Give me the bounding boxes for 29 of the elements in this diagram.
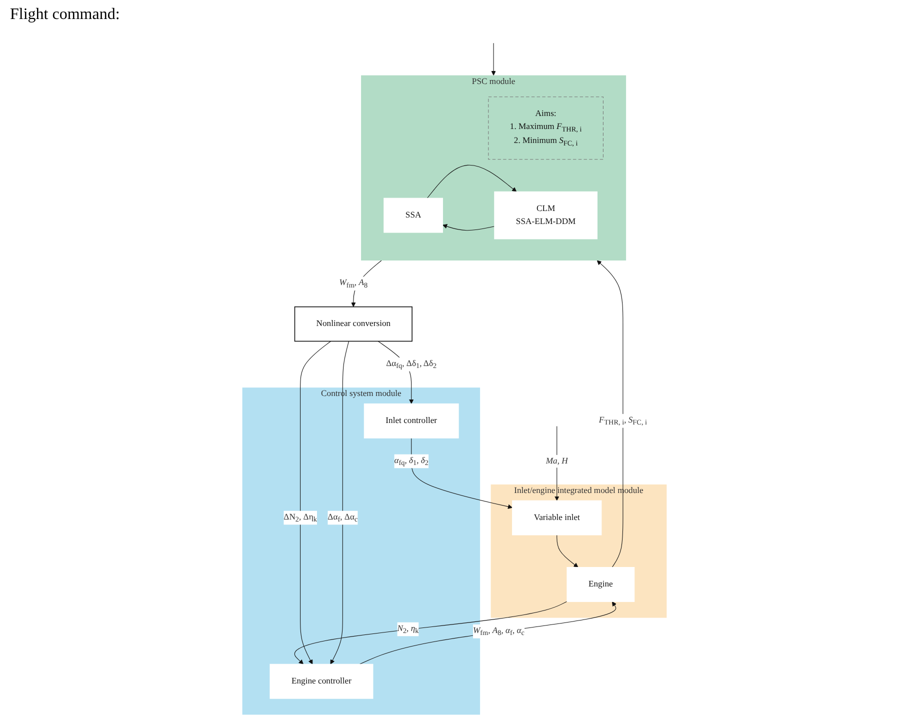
edge-label: Δα$_{f}$, Δα$_{c}$ <box>327 512 358 524</box>
arrow <box>490 42 496 76</box>
edge-label: F$_{THR, i}$, S$_{FC, i}$ <box>598 415 647 426</box>
label-text: Flight command: <box>10 6 121 24</box>
edge-label: α$_{fq}$, δ$_{1}$, δ$_{2}$ <box>394 456 428 467</box>
arrow <box>442 224 494 231</box>
arrow <box>330 340 349 664</box>
edge-label: W$_{fm}$, A$_{8}$, α$_{f}$, α$_{c}$ <box>472 626 524 637</box>
edge-label: W$_{fm}$, A$_{8}$ <box>338 278 368 290</box>
arrow <box>359 601 616 664</box>
arrow <box>554 426 559 501</box>
arrow <box>410 438 512 509</box>
node-box: Nonlinear conversion <box>294 306 412 342</box>
arrow <box>596 260 623 568</box>
arrow <box>300 340 331 664</box>
node-box: CLM SSA-ELM-DDM <box>494 191 597 240</box>
arrow <box>294 601 567 664</box>
edge-label: Ma, H <box>545 456 568 466</box>
edge-label: Δα$_{fq}$, Δδ$_{1}$, Δδ$_{2}$ <box>386 358 436 370</box>
node-box: Aims: 1. Maximum F$_{THR, i}$ 2. Minimum S$_{FC, i}$ <box>488 96 603 160</box>
node-box: Inlet controller <box>363 403 458 438</box>
edge-label: ΔN$_{2}$, Δη$_{k}$ <box>283 512 316 524</box>
node-box: Engine <box>566 567 634 602</box>
node-box: Variable inlet <box>512 500 602 536</box>
arrow <box>556 534 578 568</box>
edge-label: N$_{2}$, η$_{k}$ <box>396 624 418 635</box>
node-box: Engine controller <box>269 664 373 699</box>
arrow <box>426 164 516 198</box>
node-box: SSA <box>383 198 442 233</box>
